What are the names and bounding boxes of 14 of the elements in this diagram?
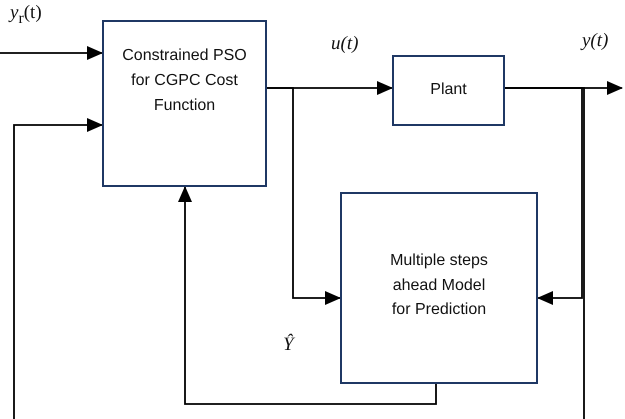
node-label: Plant	[430, 80, 467, 100]
signal-label: y(t)	[582, 30, 608, 52]
node-label: Multiple steps ahead Model for Prediction	[389, 250, 489, 320]
arrow	[178, 186, 437, 405]
arrow	[13, 87, 585, 419]
process-box	[102, 20, 267, 187]
signal-label: u(t)	[331, 33, 358, 55]
plant-box	[392, 55, 505, 126]
signal-label: Ŷ	[283, 334, 294, 356]
arrow	[267, 87, 341, 305]
node-label: Constrained PSO for CGPC Cost Function	[121, 46, 248, 116]
process-box	[340, 192, 538, 384]
signal-label: y$_{r}$(t)	[10, 2, 42, 28]
arrow	[0, 46, 103, 60]
